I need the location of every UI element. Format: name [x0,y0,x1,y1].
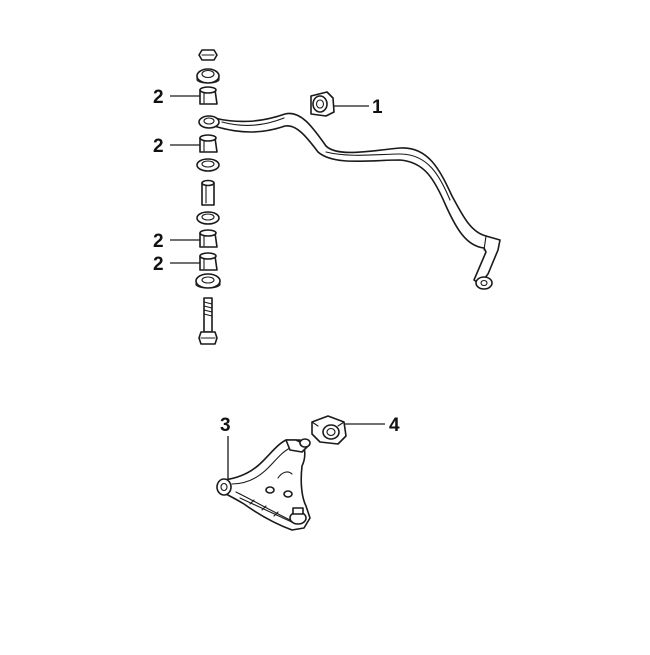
callout-1: 1 [333,97,383,118]
callout-2-d: 2 [153,254,200,275]
callout-3: 3 [220,415,231,480]
callout-2-c: 2 [153,231,200,252]
callout-label-4: 4 [389,415,400,436]
lower-spacer-washer [196,211,220,225]
bottom-washer [195,273,221,289]
callout-4: 4 [345,415,400,436]
callout-label-2-d: 2 [153,254,164,275]
callout-label-2-c: 2 [153,231,164,252]
lower-control-arm-part-3 [216,438,311,531]
callout-label-2-b: 2 [153,136,164,157]
stabilizer-link-stack [195,49,221,345]
link-bushing-part-2-a [199,86,218,105]
bar-end-eye [198,115,220,129]
link-bushing-part-2-d [199,252,218,271]
callout-2-b: 2 [153,136,200,157]
link-bushing-part-2-c [199,229,218,248]
link-bolt [198,297,218,345]
callout-label-3: 3 [220,415,231,436]
upper-spacer-washer [196,158,220,172]
stabilizer-bar [213,112,501,290]
callout-label-2-a: 2 [153,87,164,108]
top-nut [198,49,218,61]
link-bushing-part-2-b [199,134,218,153]
top-washer [196,68,220,84]
bar-bushing-part-1 [310,91,335,117]
callout-label-1: 1 [372,97,383,118]
callout-2-a: 2 [153,87,200,108]
spacer-tube [201,179,215,206]
arm-bushing-part-4 [311,415,347,445]
